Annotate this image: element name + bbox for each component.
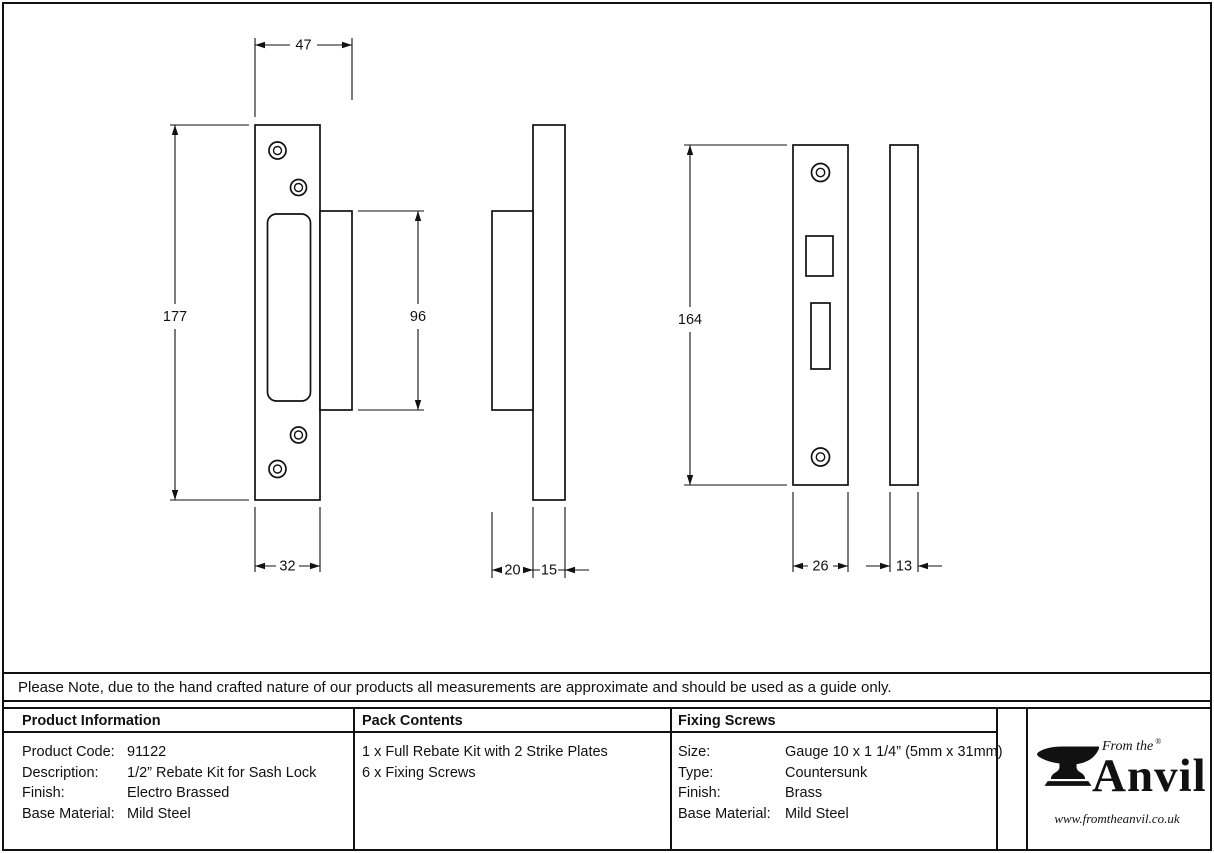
dimension-32: 32: [254, 507, 321, 575]
faceplate-latch-slot: [266, 213, 312, 402]
screw-hole-inner: [293, 182, 304, 193]
table-divider: [1026, 709, 1028, 849]
row-label: Size:: [678, 744, 711, 760]
table-divider: [996, 709, 998, 849]
strike-side-drawing: [889, 144, 919, 486]
row-label: Base Material:: [678, 805, 771, 822]
row-value: 91122: [127, 744, 167, 760]
dim-164-label: 164: [678, 312, 702, 328]
screw-hole-inner: [293, 430, 304, 440]
strike-plate-outline: [792, 144, 849, 486]
faceplate-rebate-tab: [319, 210, 353, 411]
row-type: Type: Countersunk: [678, 763, 1003, 784]
row-value: Gauge 10 x 1 1/4” (5mm x 31mm): [785, 744, 1003, 760]
screw-hole-inner: [272, 464, 283, 474]
registered-mark: ®: [1155, 737, 1162, 746]
note-text: Please Note, due to the hand crafted nat…: [18, 678, 892, 696]
anvil-icon: [1037, 746, 1099, 786]
fixing-screws-header: Fixing Screws: [678, 713, 776, 729]
row-label: Finish:: [678, 785, 721, 801]
row-value: Electro Brassed: [127, 785, 230, 801]
row-finish: Finish: Brass: [678, 783, 1003, 804]
anvil-logo: From the® Anvil www.fromtheanvil.co.uk: [1028, 709, 1210, 849]
info-table: Product Information Pack Contents Fixing…: [4, 707, 1210, 849]
row-label: Finish:: [22, 785, 65, 801]
dimension-47: 47: [254, 38, 353, 117]
row-description: Description: 1/2” Rebate Kit for Sash Loc…: [22, 763, 316, 784]
dim-26-label: 26: [812, 559, 828, 575]
side-view-drawing: [491, 124, 566, 501]
faceplate-side-outline: [532, 124, 566, 501]
row-value: Countersunk: [785, 764, 868, 781]
strike-plate-side-outline: [889, 144, 919, 486]
logo-name: Anvil: [1092, 750, 1207, 802]
row-base-material: Base Material: Mild Steel: [22, 804, 316, 825]
dim-15-label: 15: [541, 563, 557, 579]
dimension-20-15: 20 15: [491, 507, 589, 579]
pack-contents-header: Pack Contents: [362, 713, 463, 729]
dimension-96: 96: [358, 210, 426, 411]
dim-20-label: 20: [504, 563, 520, 579]
row-base-material: Base Material: Mild Steel: [678, 804, 1003, 825]
table-divider: [670, 709, 672, 849]
dimension-13: 13: [866, 492, 942, 575]
front-view-drawing: [254, 124, 353, 501]
row-label: Type:: [678, 764, 714, 781]
row-label: Description:: [22, 764, 99, 781]
dim-47-label: 47: [295, 38, 311, 54]
row-value: Brass: [785, 785, 823, 801]
latch-hole: [810, 302, 831, 370]
dim-96-label: 96: [410, 309, 426, 325]
logo-tagline: From the®: [1102, 737, 1161, 755]
row-label: Base Material:: [22, 805, 115, 822]
row-finish: Finish: Electro Brassed: [22, 783, 316, 804]
row-size: Size: Gauge 10 x 1 1/4” (5mm x 31mm): [678, 742, 1003, 763]
screw-hole-inner: [815, 452, 826, 462]
header-underline: [4, 731, 998, 733]
dim-32-label: 32: [279, 559, 295, 575]
dimension-26: 26: [792, 492, 849, 575]
screw-hole-inner: [272, 145, 283, 156]
table-divider: [353, 709, 355, 849]
dim-13-label: 13: [896, 559, 912, 575]
strike-plate-drawing: [792, 144, 849, 486]
dimension-177: 177: [163, 124, 249, 501]
pack-contents-line: 1 x Full Rebate Kit with 2 Strike Plates: [362, 744, 608, 760]
technical-drawing: 47 177 96 32 20 15: [163, 38, 942, 579]
rebate-tab-side: [491, 210, 534, 411]
pack-contents-line: 6 x Fixing Screws: [362, 764, 476, 781]
product-info-cell: Product Code: 91122 Description: 1/2” Reba…: [22, 742, 316, 824]
dim-177-label: 177: [163, 309, 187, 325]
fixing-screws-cell: Size: Gauge 10 x 1 1/4” (5mm x 31mm) Type…: [678, 742, 1003, 824]
deadbolt-hole: [805, 235, 834, 277]
row-value: Mild Steel: [127, 805, 191, 822]
pack-contents-cell: 1 x Full Rebate Kit with 2 Strike Plates…: [362, 742, 608, 783]
product-info-header: Product Information: [22, 713, 161, 729]
row-value: Mild Steel: [785, 805, 849, 822]
logo-tagline-text: From the: [1102, 739, 1154, 754]
screw-hole-inner: [815, 167, 826, 178]
row-label: Product Code:: [22, 744, 115, 760]
row-product-code: Product Code: 91122: [22, 742, 316, 763]
row-value: 1/2” Rebate Kit for Sash Lock: [127, 764, 317, 781]
note-bar: Please Note, due to the hand crafted nat…: [4, 672, 1210, 702]
logo-url: www.fromtheanvil.co.uk: [1054, 811, 1180, 826]
dimension-164: 164: [678, 144, 787, 486]
